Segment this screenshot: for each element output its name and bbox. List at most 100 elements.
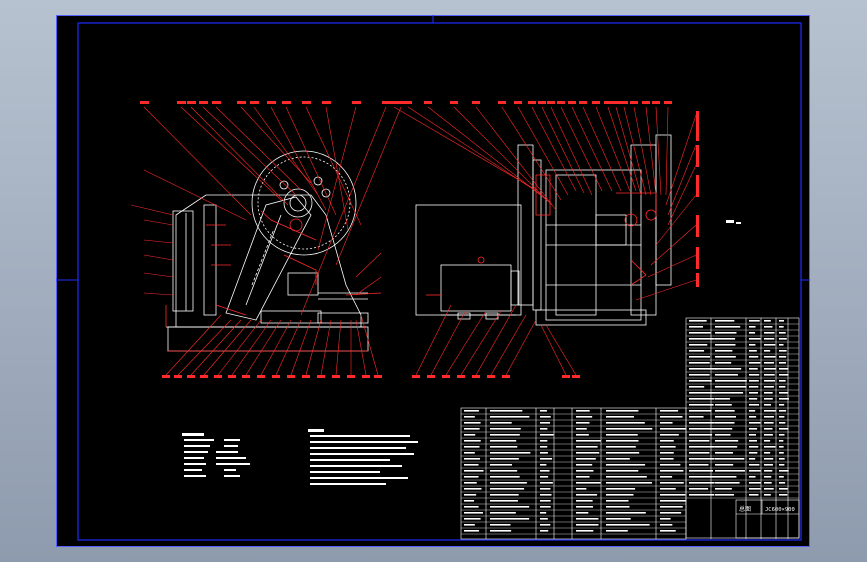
bom-cell-glyphs	[490, 482, 527, 484]
bom-cell-glyphs	[764, 398, 773, 400]
bom-cell-glyphs	[764, 350, 771, 352]
bom-cell-glyphs	[749, 440, 757, 442]
bom-cell-glyphs	[689, 374, 710, 376]
title-block-name: 总图	[739, 505, 751, 513]
bom-cell-glyphs	[576, 416, 593, 418]
bom-cell-glyphs	[749, 494, 759, 496]
bom-cell-glyphs	[606, 422, 645, 424]
bom-cell-glyphs	[689, 428, 717, 430]
bom-cell-glyphs	[490, 410, 523, 412]
bom-cell-glyphs	[490, 440, 517, 442]
bom-cell-glyphs	[779, 404, 785, 406]
bom-cell-glyphs	[749, 482, 761, 484]
bom-cell-glyphs	[689, 398, 715, 400]
bom-cell-glyphs	[779, 440, 784, 442]
bom-cell-glyphs	[464, 500, 475, 502]
bom-cell-glyphs	[660, 440, 674, 442]
bom-cell-glyphs	[715, 332, 737, 334]
bom-cell-glyphs	[689, 356, 711, 358]
bom-cell-glyphs	[606, 518, 631, 520]
bom-cell-glyphs	[779, 332, 786, 334]
bom-cell-glyphs	[749, 398, 758, 400]
bom-cell-glyphs	[464, 470, 484, 472]
bom-cell-glyphs	[715, 470, 745, 472]
bom-cell-glyphs	[576, 512, 589, 514]
bom-cell-glyphs	[749, 362, 761, 364]
bom-cell-glyphs	[540, 434, 554, 436]
bom-cell-glyphs	[764, 470, 773, 472]
bom-cell-glyphs	[490, 512, 516, 514]
bom-cell-glyphs	[715, 356, 736, 358]
bom-cell-glyphs	[715, 320, 735, 322]
bom-cell-glyphs	[715, 350, 733, 352]
bom-cell-glyphs	[764, 392, 773, 394]
bom-cell-glyphs	[540, 488, 551, 490]
bom-cell-glyphs	[540, 482, 553, 484]
bom-cell-glyphs	[660, 452, 674, 454]
bom-cell-glyphs	[490, 518, 530, 520]
bom-cell-glyphs	[606, 452, 640, 454]
bom-cell-glyphs	[715, 446, 738, 448]
bom-cell-glyphs	[660, 506, 683, 508]
drawing-sheet[interactable]: 总图 JC600×900	[56, 15, 810, 547]
bom-cell-glyphs	[606, 446, 636, 448]
bom-cell-glyphs	[576, 434, 589, 436]
bom-cell-glyphs	[540, 500, 551, 502]
bom-cell-glyphs	[689, 380, 712, 382]
bom-cell-glyphs	[606, 428, 653, 430]
bom-cell-glyphs	[715, 398, 730, 400]
bom-cell-glyphs	[540, 476, 549, 478]
bom-cell-glyphs	[540, 440, 548, 442]
bom-cell-glyphs	[464, 494, 477, 496]
bom-cell-glyphs	[464, 416, 475, 418]
bom-cell-glyphs	[490, 506, 530, 508]
bom-cell-glyphs	[540, 506, 551, 508]
bom-cell-glyphs	[749, 446, 759, 448]
bom-cell-glyphs	[689, 362, 710, 364]
bom-cell-glyphs	[749, 350, 757, 352]
inner-frame	[77, 22, 802, 541]
bom-cell-glyphs	[660, 428, 686, 430]
bom-cell-glyphs	[464, 422, 481, 424]
bom-cell-glyphs	[576, 458, 596, 460]
bom-cell-glyphs	[464, 464, 479, 466]
bom-cell-glyphs	[689, 404, 714, 406]
bom-cell-glyphs	[606, 506, 630, 508]
bom-cell-glyphs	[490, 458, 519, 460]
bom-cell-glyphs	[764, 386, 774, 388]
bom-cell-glyphs	[606, 524, 650, 526]
bom-cell-glyphs	[689, 434, 713, 436]
bom-cell-glyphs	[689, 368, 718, 370]
bom-cell-glyphs	[464, 446, 480, 448]
bom-cell-glyphs	[689, 488, 709, 490]
bom-cell-glyphs	[490, 434, 520, 436]
bom-cell-glyphs	[749, 380, 759, 382]
bom-cell-glyphs	[764, 320, 771, 322]
bom-cell-glyphs	[689, 410, 712, 412]
bom-cell-glyphs	[764, 410, 776, 412]
bom-cell-glyphs	[749, 374, 760, 376]
bom-cell-glyphs	[779, 356, 787, 358]
bom-cell-glyphs	[576, 440, 601, 442]
bom-cell-glyphs	[464, 458, 481, 460]
bom-cell-glyphs	[490, 500, 518, 502]
bom-cell-glyphs	[715, 416, 737, 418]
bom-cell-glyphs	[490, 476, 520, 478]
bom-cell-glyphs	[540, 464, 547, 466]
bom-cell-glyphs	[540, 494, 552, 496]
bom-cell-glyphs	[689, 446, 715, 448]
bom-cell-glyphs	[779, 428, 789, 430]
bom-cell-glyphs	[576, 464, 593, 466]
bom-cell-glyphs	[464, 482, 477, 484]
side-view-leaders	[393, 106, 697, 376]
bom-cell-glyphs	[715, 386, 747, 388]
bom-cell-glyphs	[606, 494, 634, 496]
bom-cell-glyphs	[490, 422, 512, 424]
bom-cell-glyphs	[606, 440, 639, 442]
bom-cell-glyphs	[779, 458, 785, 460]
bom-cell-glyphs	[606, 476, 647, 478]
bom-cell-glyphs	[606, 416, 634, 418]
bom-cell-glyphs	[779, 464, 785, 466]
bom-cell-glyphs	[715, 434, 731, 436]
